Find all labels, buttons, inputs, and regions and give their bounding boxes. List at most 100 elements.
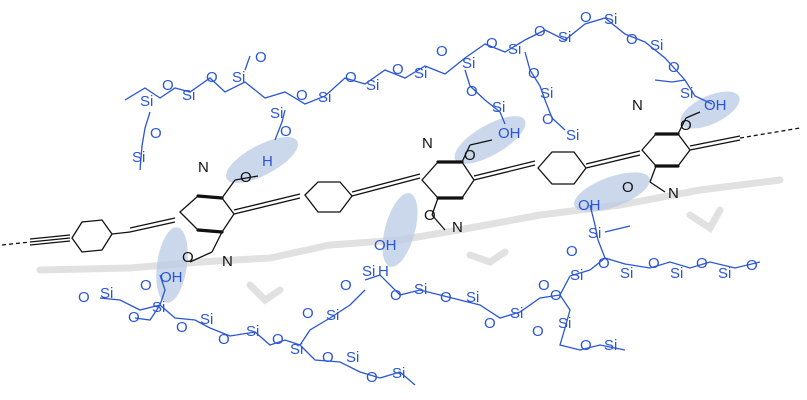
atom-si: Si (318, 89, 331, 106)
hbond-highlight (574, 172, 650, 212)
atom-oh: OH (578, 197, 601, 214)
atom-si: Si (558, 315, 571, 332)
atom-h: H (262, 153, 273, 170)
atom-o: O (550, 287, 562, 304)
hbond-highlight (156, 227, 188, 303)
atom-h: H (378, 263, 389, 280)
hbond-highlight (680, 91, 740, 129)
atom-o: O (622, 179, 634, 196)
atom-si: Si (182, 87, 195, 104)
atom-o: O (534, 23, 546, 40)
siloxane-bonds (99, 17, 761, 386)
atom-si: Si (152, 299, 165, 316)
atom-o: O (542, 111, 554, 128)
atom-o: O (566, 243, 578, 260)
atom-si: Si (366, 77, 379, 94)
atom-si: Si (346, 349, 359, 366)
atom-o: O (390, 287, 402, 304)
atom-si: Si (508, 41, 521, 58)
atom-o: O (78, 289, 90, 306)
atom-si: Si (718, 265, 731, 282)
atom-si: Si (510, 305, 523, 322)
siloxane-atoms: Si O Si O Si O Si O Si O Si O Si O Si O … (78, 9, 758, 386)
atom-si: Si (270, 105, 283, 122)
atom-o: O (280, 123, 292, 140)
atom-o: O (484, 315, 496, 332)
atom-o: O (162, 77, 174, 94)
atom-o: O (182, 249, 194, 266)
atom-o: O (296, 87, 308, 104)
atom-si: Si (132, 149, 145, 166)
atom-o: O (392, 61, 404, 78)
atom-o: O (648, 255, 660, 272)
atom-o: O (424, 207, 436, 224)
atom-si: Si (650, 37, 663, 54)
atom-o: O (528, 65, 540, 82)
atom-o: O (218, 331, 230, 348)
atom-oh: OH (374, 237, 397, 254)
atom-si: Si (326, 307, 339, 324)
atom-n: N (198, 159, 209, 176)
atom-si: Si (362, 263, 375, 280)
atom-o: O (466, 83, 478, 100)
atom-n: N (222, 253, 233, 270)
atom-si: Si (566, 127, 579, 144)
atom-o: O (255, 49, 267, 66)
atom-si: Si (680, 85, 693, 102)
atom-si: Si (200, 311, 213, 328)
atom-o: O (626, 31, 638, 48)
atom-o: O (322, 349, 334, 366)
atom-o: O (486, 35, 498, 52)
atom-si: Si (290, 341, 303, 358)
atom-o: O (150, 125, 162, 142)
atom-n: N (422, 135, 433, 152)
atom-o: O (580, 9, 592, 26)
atom-o: O (240, 169, 252, 186)
atom-o: O (128, 309, 140, 326)
atom-o: O (598, 255, 610, 272)
atom-o: O (668, 59, 680, 76)
atom-si: Si (462, 55, 475, 72)
atom-si: Si (604, 337, 617, 354)
hbond-highlight (225, 137, 299, 183)
atom-si: Si (492, 99, 505, 116)
atom-si: Si (232, 69, 245, 86)
atom-o: O (464, 147, 476, 164)
atom-o: O (746, 257, 758, 274)
atom-o: O (366, 369, 378, 386)
hbond-highlight (382, 193, 418, 267)
atom-o: O (580, 337, 592, 354)
atom-si: Si (246, 323, 259, 340)
atom-oh: OH (498, 125, 521, 142)
atom-si: Si (588, 225, 601, 242)
polymer-backbone (1, 111, 801, 263)
atom-si: Si (392, 365, 405, 382)
atom-o: O (176, 319, 188, 336)
atom-si: Si (620, 265, 633, 282)
atom-o: O (436, 43, 448, 60)
atom-n: N (668, 185, 679, 202)
atom-si: Si (540, 85, 553, 102)
atom-si: Si (100, 285, 113, 302)
atom-o: O (206, 69, 218, 86)
atom-si: Si (670, 265, 683, 282)
atom-o: O (140, 277, 152, 294)
atom-si: Si (414, 65, 427, 82)
polymer-atoms: N O O N N O O N N O O N (182, 97, 692, 270)
atom-o: O (440, 289, 452, 306)
atom-oh: OH (704, 97, 727, 114)
atom-si: Si (140, 93, 153, 110)
atom-n: N (452, 219, 463, 236)
atom-o: O (680, 117, 692, 134)
atom-si: Si (604, 11, 617, 28)
atom-o: O (345, 69, 357, 86)
atom-si: Si (558, 29, 571, 46)
atom-o: O (302, 305, 314, 322)
atom-o: O (696, 255, 708, 272)
atom-si: Si (414, 281, 427, 298)
atom-o: O (340, 277, 352, 294)
atom-si: Si (466, 289, 479, 306)
atom-n: N (632, 97, 643, 114)
atom-si: Si (570, 267, 583, 284)
